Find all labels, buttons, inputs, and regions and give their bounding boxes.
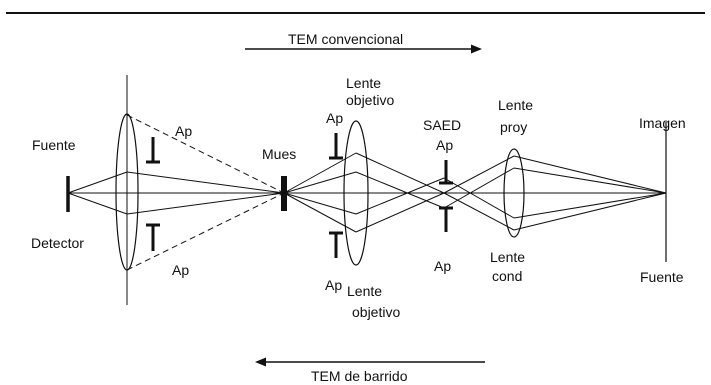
ray (443, 192, 515, 231)
tem-conventional-label: TEM convencional (288, 31, 403, 47)
aperture-lower-left (146, 223, 160, 251)
ray (283, 152, 357, 194)
ray (67, 192, 128, 215)
condenser-lens-label-2: cond (492, 268, 522, 284)
ray (283, 192, 357, 215)
ray (513, 192, 667, 231)
aperture-label-saed-upper: Ap (436, 137, 453, 153)
tem-scanning-label: TEM de barrido (311, 368, 408, 384)
ray (513, 192, 667, 219)
projector-lens (503, 148, 525, 238)
aperture-label-objective-lower: Ap (325, 277, 342, 293)
ray (283, 171, 357, 194)
ray (283, 192, 357, 233)
beam-envelope-lower (126, 192, 285, 271)
source-label-right: Fuente (640, 269, 684, 285)
ray (355, 152, 445, 194)
tem-scanning-arrow (255, 357, 485, 367)
aperture-upper-left (146, 137, 160, 164)
projector-lens-label-1: Lente (498, 97, 533, 113)
ray (126, 171, 285, 194)
ray (443, 177, 515, 219)
saed-label: SAED (423, 117, 461, 133)
ray (513, 167, 667, 194)
aperture-label-objective-upper: Ap (326, 110, 343, 126)
aperture-label-upper-left: Ap (175, 123, 192, 139)
aperture-label-lower-left: Ap (172, 262, 189, 278)
aperture-saed-lower (439, 206, 453, 232)
ray (355, 177, 445, 215)
projector-lens-label-2: proy (500, 119, 527, 135)
aperture-objective-upper (329, 133, 343, 160)
objective-lens-label-top-2: objetivo (346, 92, 394, 108)
objective-lens-label-bottom-1: Lente (347, 283, 382, 299)
beam-envelope-upper (126, 114, 285, 194)
ray (355, 192, 445, 233)
objective-lens (343, 120, 369, 266)
ray (443, 167, 515, 209)
aperture-label-saed-lower: Ap (434, 258, 451, 274)
aperture-objective-lower (329, 231, 343, 258)
sample-label: Mues (262, 146, 296, 162)
image-label: Imagen (639, 115, 686, 131)
ray (443, 155, 515, 194)
objective-lens-label-top-1: Lente (346, 75, 381, 91)
ray (67, 171, 128, 194)
detector-label: Detector (31, 235, 84, 251)
ray (513, 155, 667, 194)
ray (126, 192, 285, 215)
ray (355, 171, 445, 209)
condenser-lens-label-1: Lente (490, 249, 525, 265)
tem-conventional-arrow (245, 44, 482, 54)
source-label-left: Fuente (32, 137, 76, 153)
objective-lens-label-bottom-2: objetivo (352, 304, 400, 320)
